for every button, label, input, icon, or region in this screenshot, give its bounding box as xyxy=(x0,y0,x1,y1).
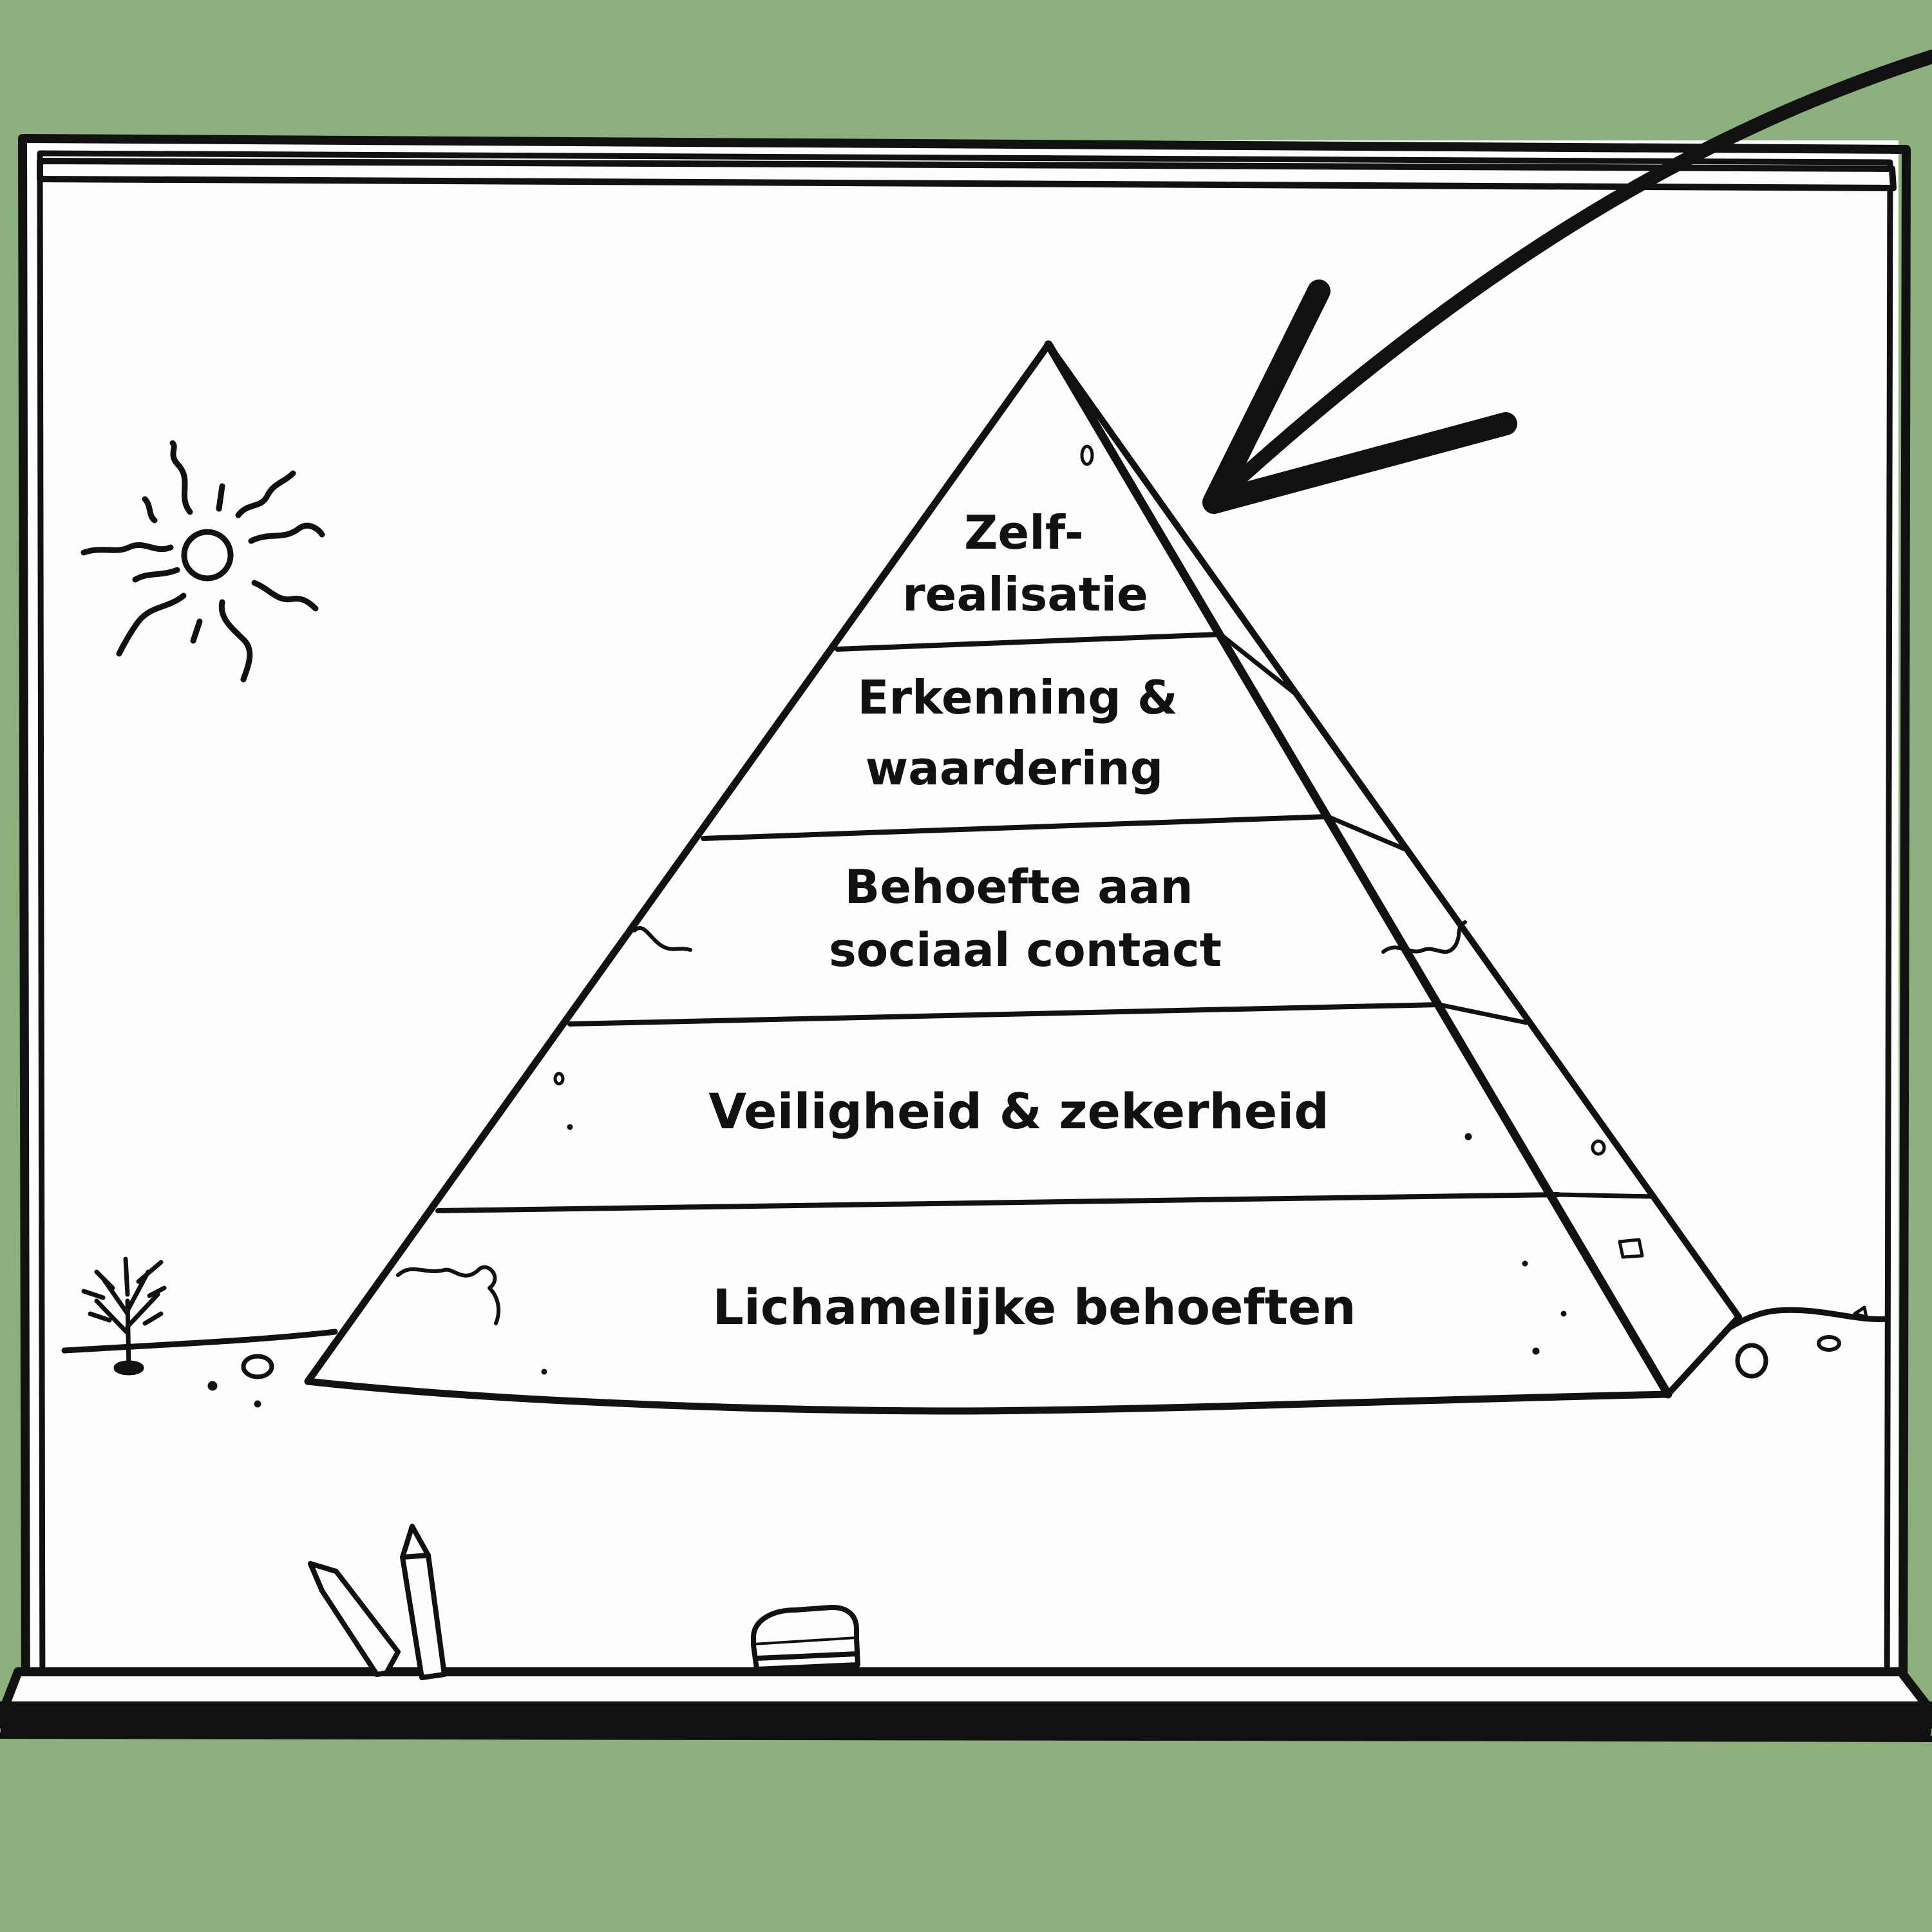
tier-line xyxy=(701,814,1331,841)
speck xyxy=(1591,1139,1606,1156)
speck xyxy=(1532,1347,1540,1355)
arrow-shaft xyxy=(1210,50,1932,506)
pyramid-ridge xyxy=(1044,340,1672,1399)
speck xyxy=(1464,1133,1472,1141)
pebble xyxy=(241,1354,274,1379)
speck xyxy=(1080,444,1094,466)
pencil-2 xyxy=(400,1524,447,1680)
speck xyxy=(1522,1260,1528,1267)
pencil-icon xyxy=(308,1524,447,1680)
board-ledge-bottom xyxy=(0,1732,1932,1742)
pyramid-front-face xyxy=(304,341,1672,1415)
speck xyxy=(553,1072,565,1086)
pebble xyxy=(1853,1305,1868,1319)
whiteboard xyxy=(0,134,1932,1742)
ground-left xyxy=(61,1329,338,1354)
arrow-head xyxy=(1202,279,1517,514)
eraser-icon xyxy=(751,1604,860,1672)
tier-line xyxy=(835,632,1223,652)
bush-icon xyxy=(81,1256,167,1376)
ground xyxy=(61,1305,1890,1408)
board-ledge-base xyxy=(0,1701,1932,1728)
crack xyxy=(632,925,692,952)
level-1-line-1: Zelf- xyxy=(964,506,1084,560)
level-3-line-2: sociaal contact xyxy=(829,923,1222,977)
level-5-line-1: Lichamelijke behoeften xyxy=(712,1278,1356,1336)
speck xyxy=(541,1368,547,1375)
sun-icon xyxy=(80,440,325,683)
pebble xyxy=(254,1400,261,1408)
pebble xyxy=(1817,1335,1841,1352)
pebble xyxy=(207,1381,218,1391)
pyramid-labels: Zelf- realisatie Erkenning & waardering … xyxy=(708,506,1356,1336)
pyramid xyxy=(304,340,1742,1415)
level-3-line-1: Behoefte aan xyxy=(844,860,1193,914)
level-2-line-2: waardering xyxy=(866,741,1164,795)
crack xyxy=(396,1265,501,1325)
tier-line xyxy=(567,1002,1442,1027)
side-tier-line xyxy=(1437,1002,1529,1025)
side-tier-line xyxy=(1218,632,1300,698)
level-4-line-1: Veiligheid & zekerheid xyxy=(708,1083,1329,1140)
side-tier-line xyxy=(1325,814,1406,851)
tier-line xyxy=(435,1192,1561,1213)
speck xyxy=(1560,1311,1567,1317)
level-1-line-2: realisatie xyxy=(902,567,1148,621)
side-tier-line xyxy=(1556,1192,1656,1199)
pebble xyxy=(1735,1343,1768,1379)
crack xyxy=(1381,920,1467,954)
board-top-rail xyxy=(37,158,1897,191)
arrow-icon xyxy=(1202,50,1932,514)
speck xyxy=(1618,1238,1644,1259)
speck xyxy=(567,1124,573,1130)
level-2-line-1: Erkenning & xyxy=(857,670,1177,724)
